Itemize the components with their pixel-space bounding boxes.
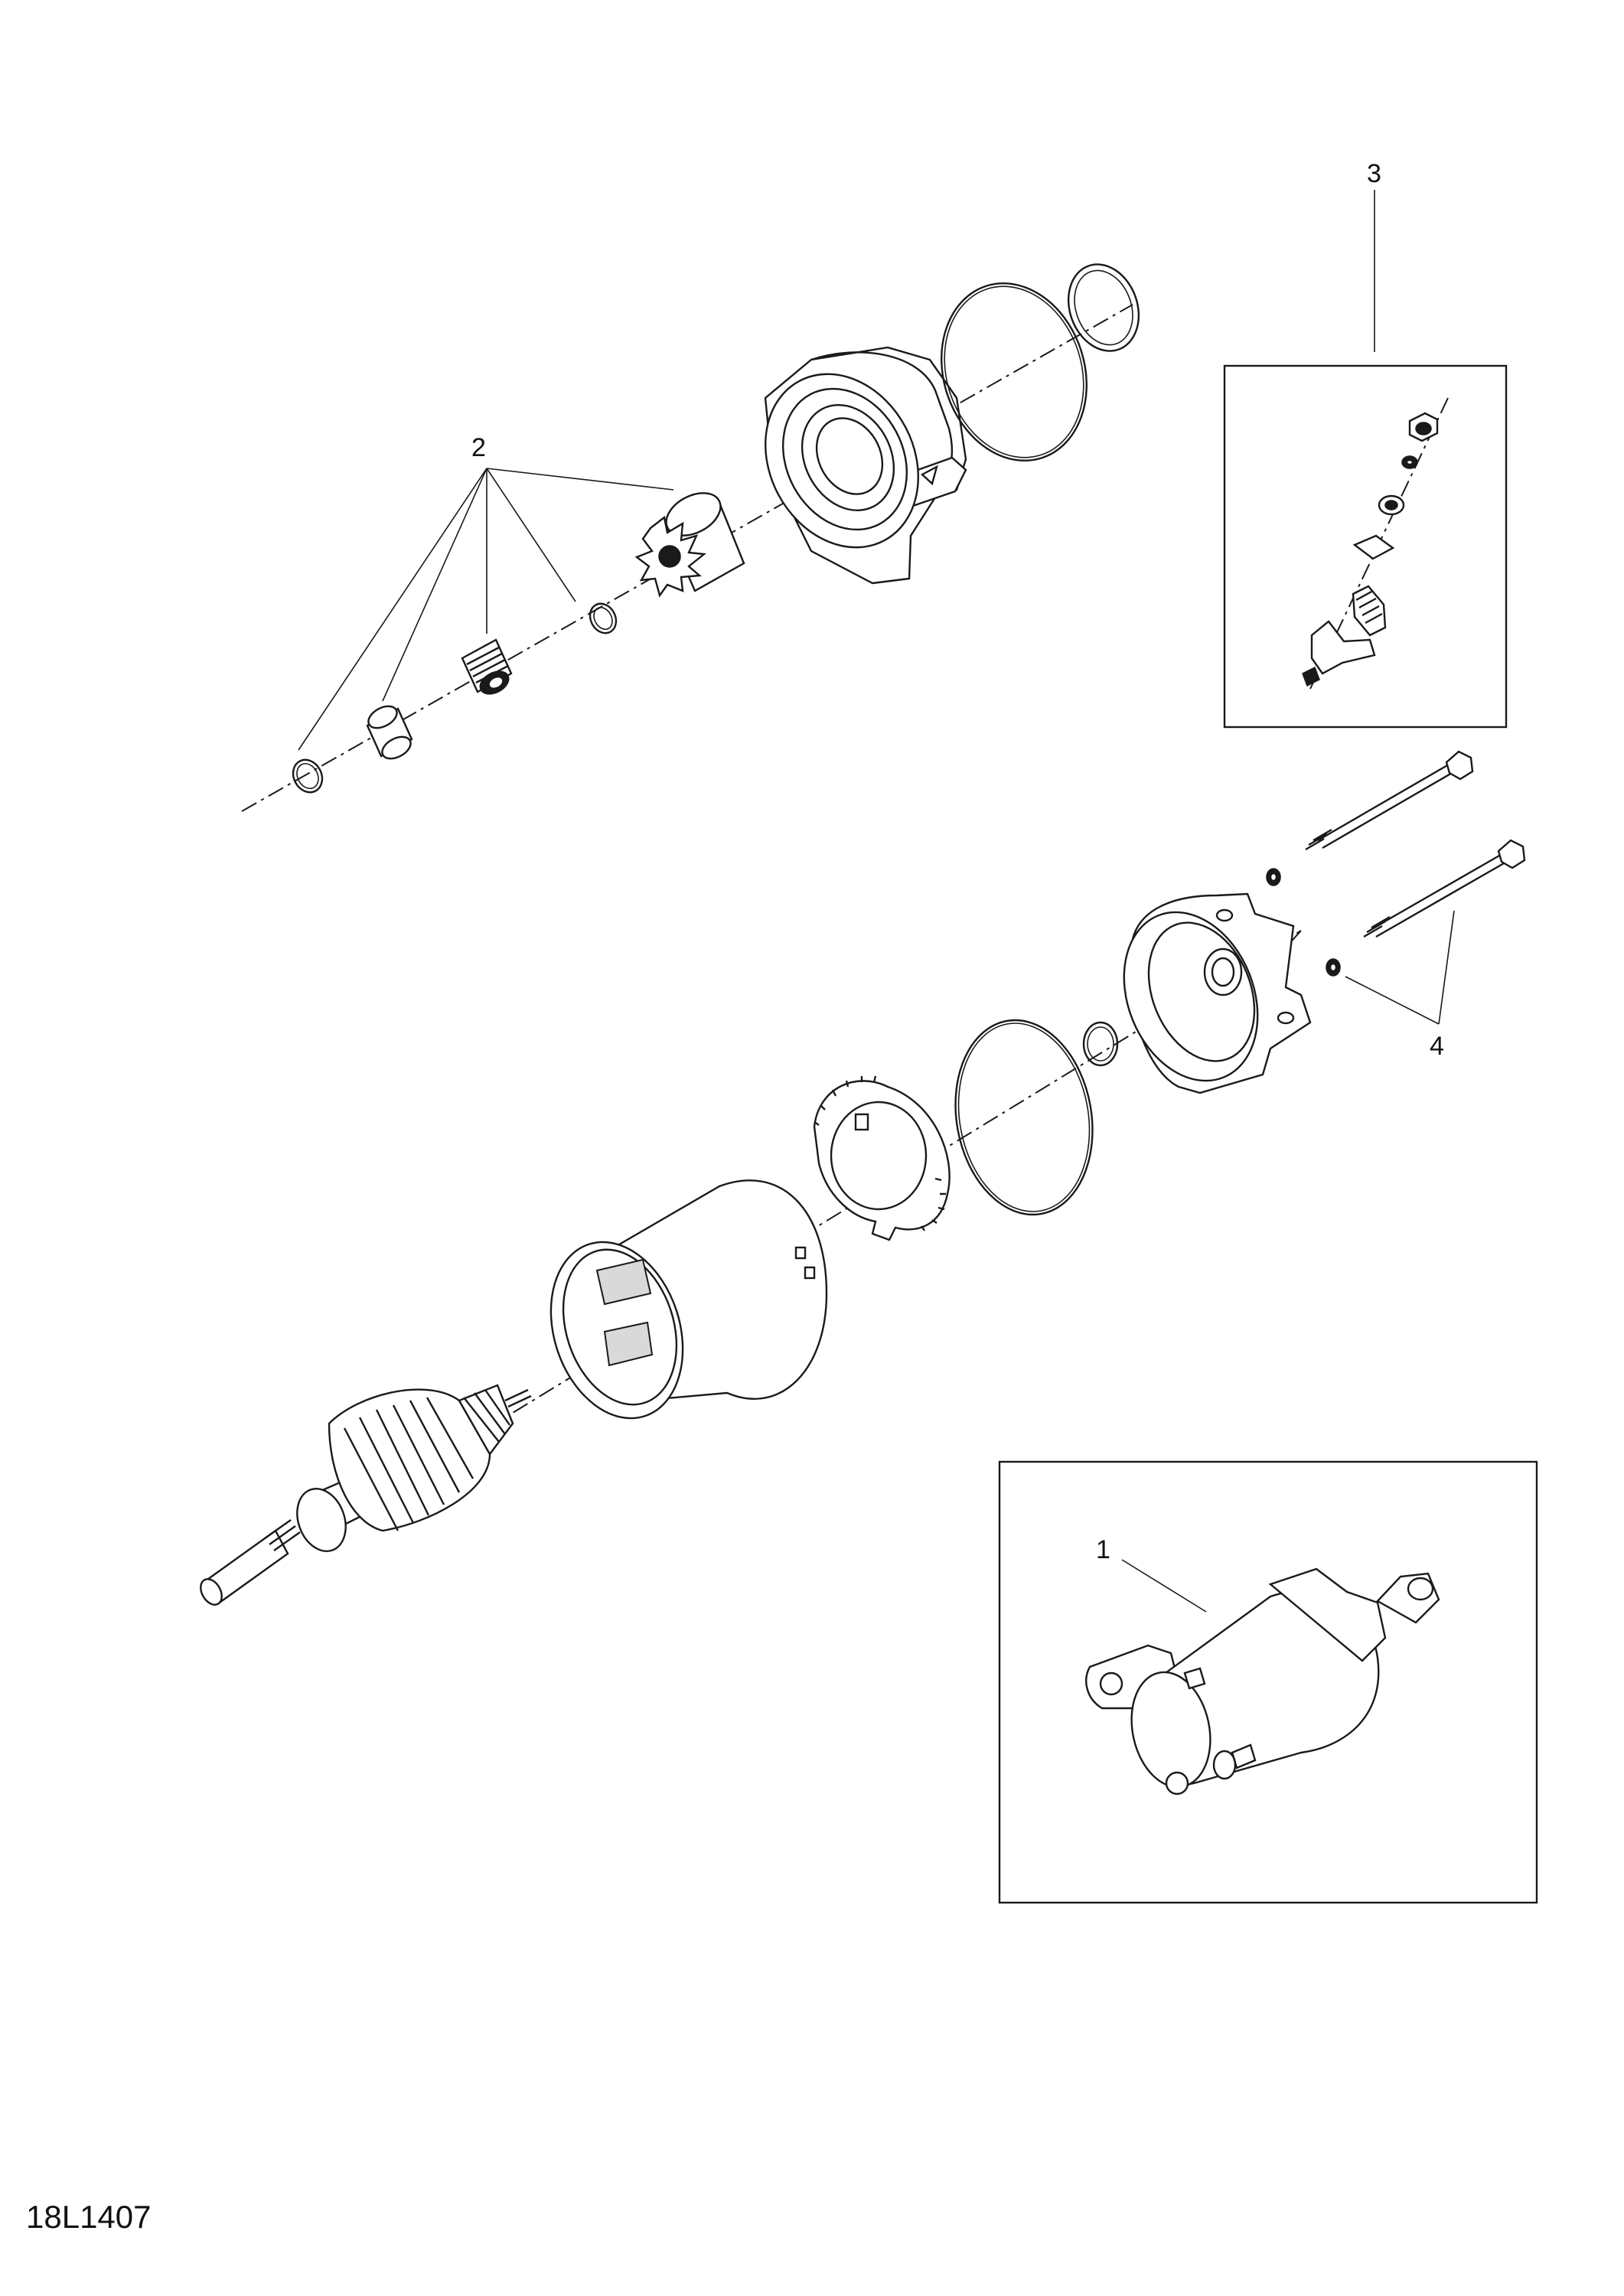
brush-plate <box>813 1075 951 1241</box>
drive-end-housing <box>764 346 967 585</box>
armature <box>200 1384 532 1606</box>
small-o-ring <box>1082 1021 1119 1067</box>
terminal-kit-box <box>1223 364 1508 729</box>
callout-2-leaders <box>298 468 674 751</box>
callout-4-leaders <box>1345 910 1455 1025</box>
thrust-washer <box>589 602 618 634</box>
yoke-housing <box>549 1179 828 1420</box>
seal-ring <box>1067 263 1140 352</box>
through-bolt-lower <box>1363 839 1526 938</box>
snap-ring <box>292 758 324 794</box>
callout-1: 1 <box>1096 1535 1110 1564</box>
stop-collar <box>366 705 413 760</box>
large-o-ring <box>941 282 1088 461</box>
callout-4: 4 <box>1430 1032 1444 1061</box>
callout-3: 3 <box>1367 159 1381 188</box>
housing-o-ring <box>954 1019 1094 1216</box>
drive-pinion <box>634 492 745 598</box>
callout-1-leader <box>1121 1559 1207 1613</box>
terminal-stud-kit <box>1302 397 1449 690</box>
spring <box>461 638 513 695</box>
through-bolt-upper <box>1305 750 1474 851</box>
callout-2: 2 <box>471 433 486 462</box>
commutator-end-housing <box>1123 892 1312 1094</box>
drawing-code: 18L1407 <box>26 2199 152 2235</box>
starter-motor-assembly <box>1085 1567 1440 1795</box>
starter-assembly-box <box>998 1460 1538 1904</box>
